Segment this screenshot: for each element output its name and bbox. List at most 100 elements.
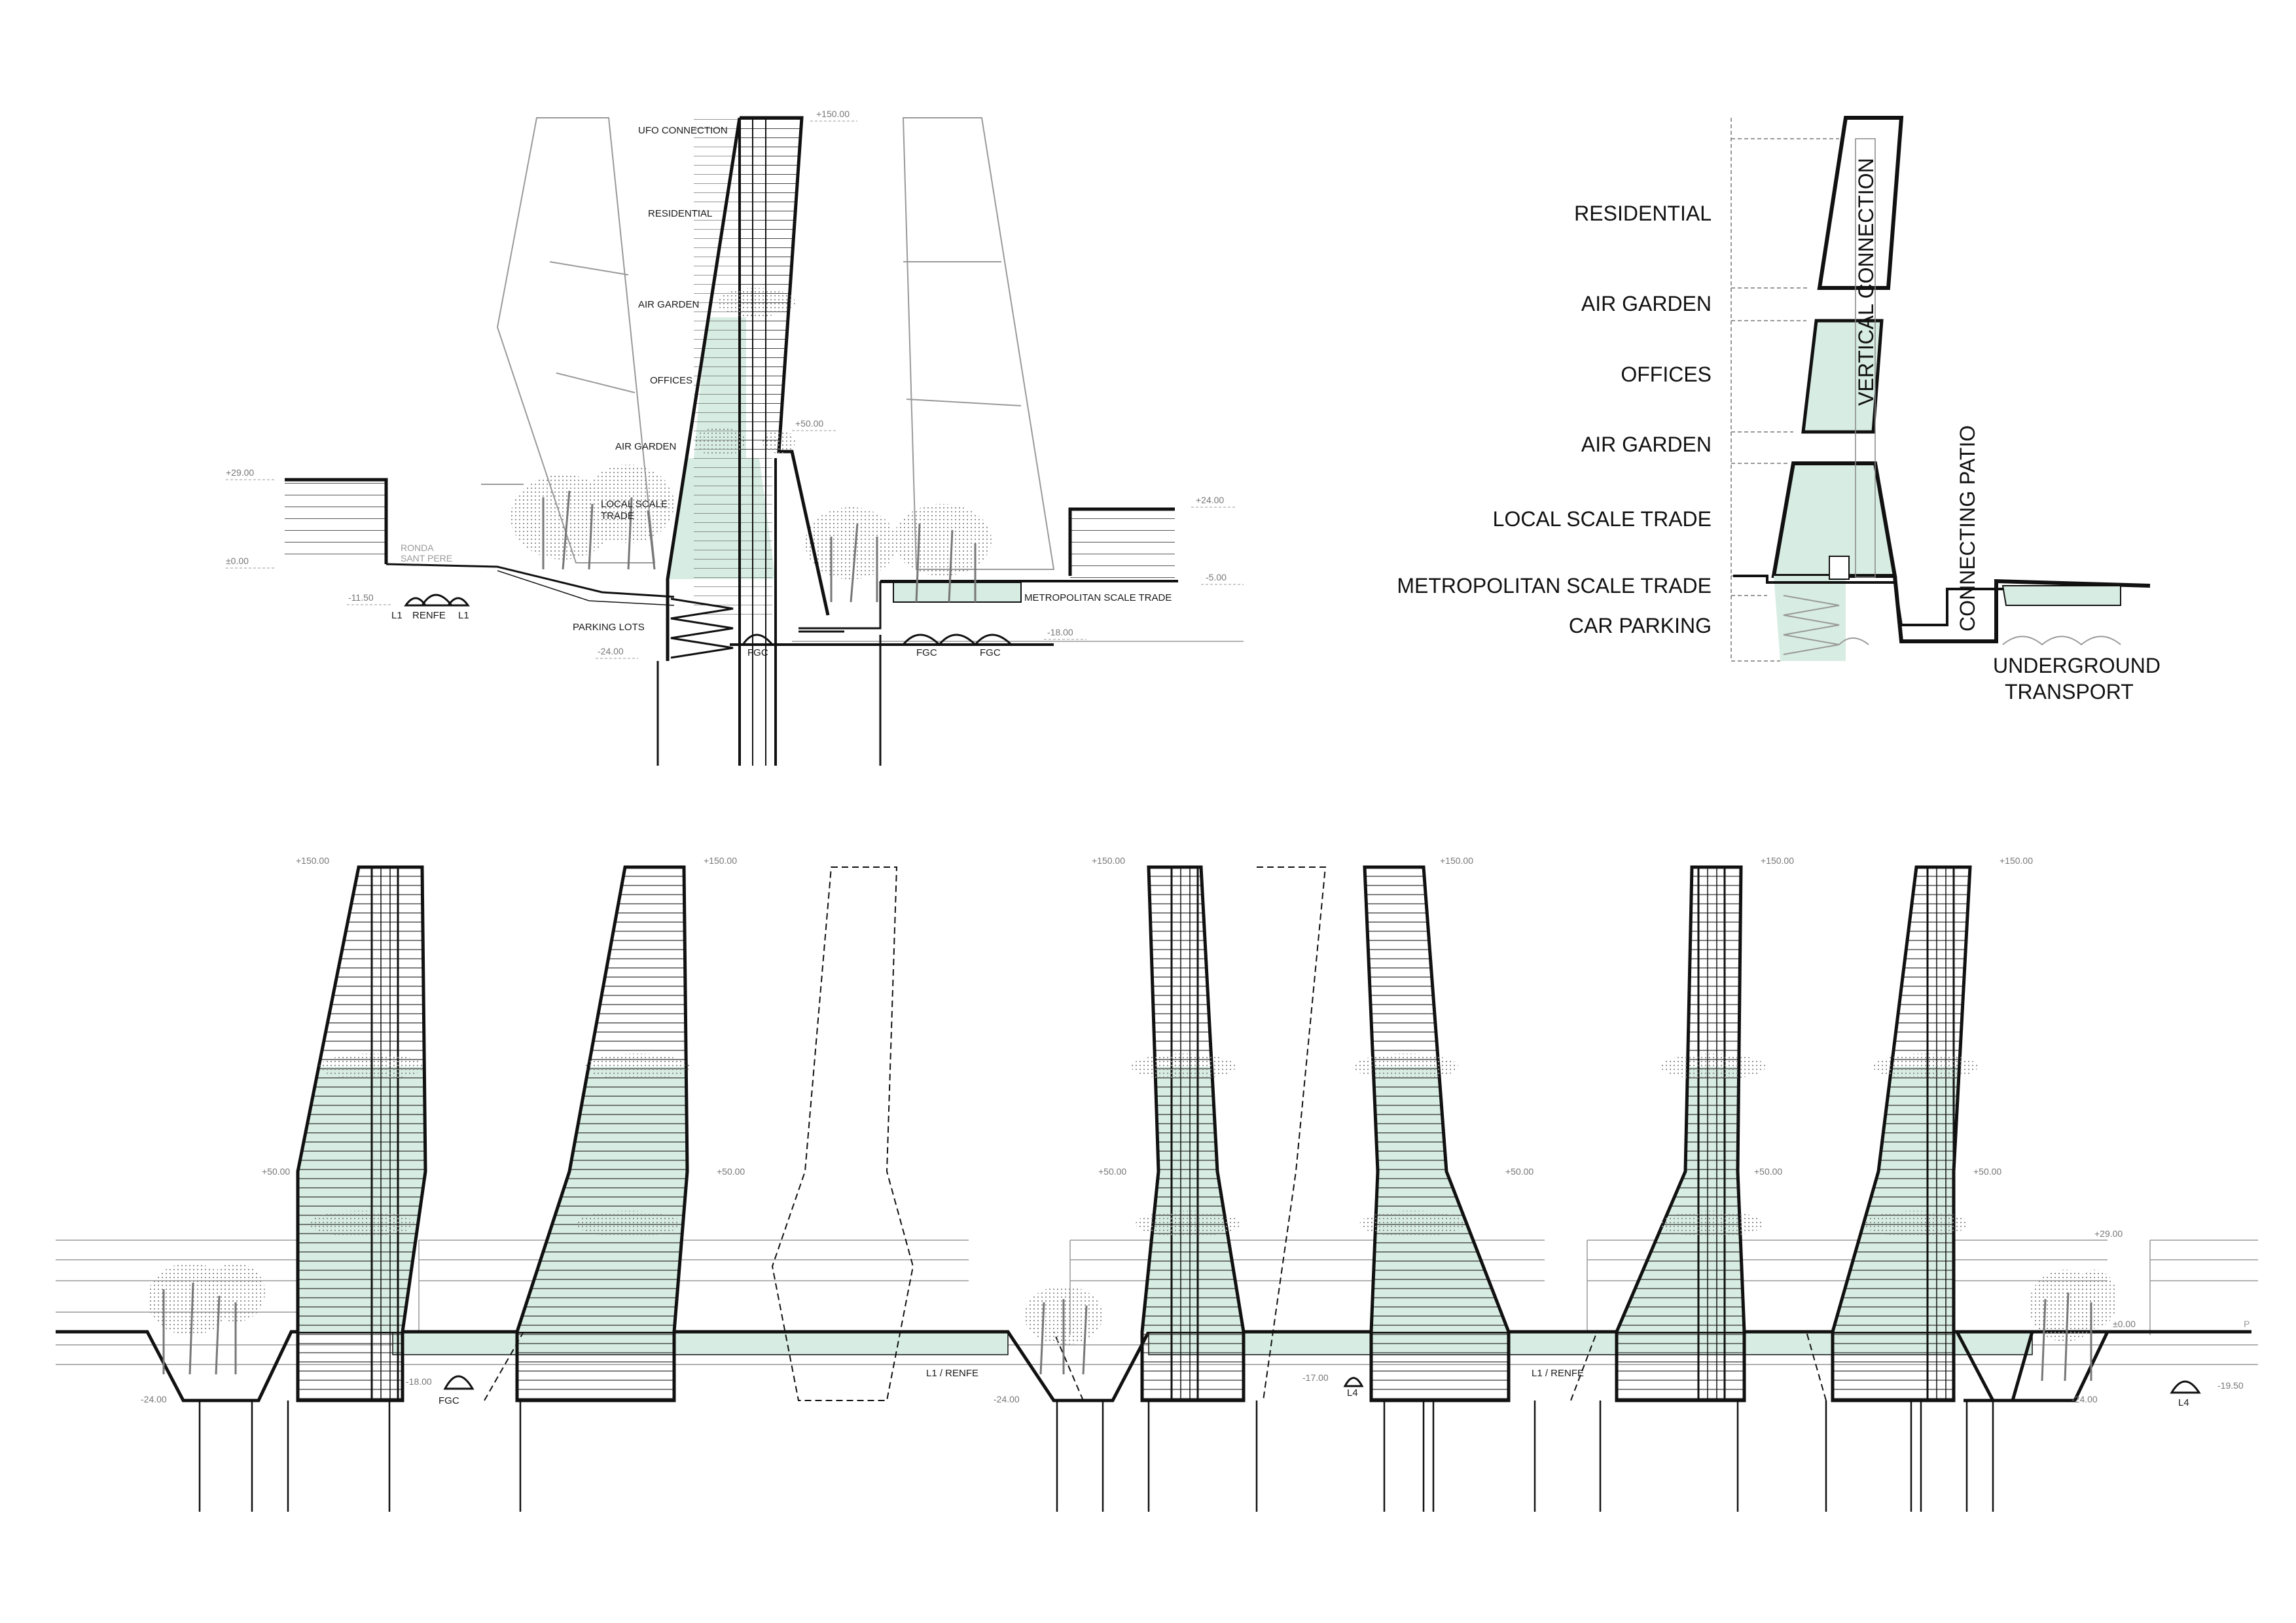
background-towers: [481, 117, 1055, 570]
long-label-fgc: FGC: [439, 1395, 459, 1406]
long-label-l4-a: L4: [1347, 1387, 1358, 1399]
right-building: [1068, 507, 1175, 578]
label-ufo-connection: UFO CONNECTION: [638, 125, 728, 136]
label-l1-left: L1: [391, 610, 403, 621]
diagram-label-transport: TRANSPORT: [2005, 680, 2134, 704]
diagram-label-vertical-connection: VERTICAL CONNECTION: [1854, 158, 1878, 406]
trees-left: [511, 465, 674, 570]
program-diagram: RESIDENTIAL AIR GARDEN OFFICES AIR GARDE…: [1397, 116, 2161, 704]
tower-outline: [296, 865, 427, 1402]
label-fgc-3: FGC: [980, 647, 1001, 658]
diagram-label-air-garden-2: AIR GARDEN: [1581, 433, 1712, 456]
towers: [296, 865, 1978, 1402]
label-trade: TRADE: [601, 510, 634, 522]
air-garden-trees: [1359, 1211, 1465, 1237]
air-garden-trees: [1659, 1211, 1764, 1237]
label-metropolitan-scale-trade: METROPOLITAN SCALE TRADE: [1024, 592, 1172, 603]
long-level-t3-top: +150.00: [1092, 855, 1125, 866]
label-residential: RESIDENTIAL: [648, 208, 712, 219]
long-section-labels: +150.00 +150.00 +150.00 +150.00 +150.00 …: [141, 855, 2250, 1408]
projected-tower-1: [771, 866, 914, 1401]
long-level-ground: ±0.00: [2113, 1319, 2136, 1329]
left-building: [285, 478, 388, 565]
long-label-l1-renfe-b: L1 / RENFE: [1532, 1368, 1584, 1379]
level-metro-trade: -5.00: [1206, 572, 1227, 582]
air-garden-trees: [576, 1211, 681, 1237]
long-level-t2-top: +150.00: [704, 855, 737, 866]
label-ronda: RONDA: [401, 543, 434, 553]
level-ground: ±0.00: [226, 556, 249, 566]
level-fgc: -18.00: [1047, 627, 1073, 637]
diagram-label-residential: RESIDENTIAL: [1574, 202, 1712, 225]
long-label-l4-b: L4: [2178, 1397, 2189, 1408]
tower-outline: [515, 865, 689, 1402]
label-offices: OFFICES: [650, 375, 692, 386]
long-level-t1-mid: +50.00: [262, 1166, 290, 1177]
long-edge-letter: P: [2244, 1319, 2250, 1329]
long-trees: [147, 1263, 2117, 1382]
label-local-scale: LOCAL SCALE: [601, 499, 668, 510]
label-fgc-2: FGC: [916, 647, 937, 658]
long-level-t3-mid: +50.00: [1098, 1166, 1126, 1177]
diagram-label-metropolitan-scale-trade: METROPOLITAN SCALE TRADE: [1397, 574, 1712, 597]
air-garden-trees: [1660, 1054, 1766, 1080]
ground-lines: [386, 563, 1244, 642]
long-level-right-building: +29.00: [2094, 1228, 2123, 1239]
trees-right: [805, 504, 992, 603]
long-level-t4-top: +150.00: [1440, 855, 1473, 866]
diagram-labels: RESIDENTIAL AIR GARDEN OFFICES AIR GARDE…: [1397, 158, 2161, 704]
label-air-garden-upper: AIR GARDEN: [638, 299, 699, 310]
diagram-guides: [1731, 118, 1839, 662]
diagram-label-air-garden-1: AIR GARDEN: [1581, 292, 1712, 315]
label-fgc-1: FGC: [747, 647, 768, 658]
diagram-vertical-core: [1855, 138, 1876, 578]
diagram-label-car-parking: CAR PARKING: [1569, 614, 1712, 637]
diagram-parking: [1774, 576, 1846, 661]
long-level-left-bottom: -24.00: [141, 1394, 167, 1404]
air-garden-trees: [1354, 1054, 1459, 1080]
long-label-l1-renfe-a: L1 / RENFE: [926, 1368, 978, 1379]
long-level-t6-top: +150.00: [2000, 855, 2033, 866]
tower-4: [1354, 865, 1511, 1402]
main-section: UFO CONNECTION RESIDENTIAL AIR GARDEN OF…: [226, 109, 1244, 766]
level-top: +150.00: [816, 109, 850, 119]
long-level-t5-top: +150.00: [1761, 855, 1794, 866]
long-level-t2-mid: +50.00: [717, 1166, 745, 1177]
tower-1: [296, 865, 427, 1402]
long-level-l4-left: -17.00: [1302, 1372, 1329, 1383]
long-piles: [198, 1400, 1994, 1512]
air-garden-trees: [1131, 1054, 1236, 1080]
long-section: +150.00 +150.00 +150.00 +150.00 +150.00 …: [56, 855, 2258, 1512]
long-level-t1-top: +150.00: [296, 855, 329, 866]
tower-2: [515, 865, 690, 1402]
label-parking-lots: PARKING LOTS: [573, 622, 645, 633]
diagram-residential: [1817, 116, 1904, 290]
long-level-l4-right: -19.50: [2217, 1380, 2244, 1391]
long-level-t5-mid: +50.00: [1754, 1166, 1782, 1177]
tower-5: [1615, 865, 1766, 1402]
level-tunnel-left: -11.50: [348, 592, 374, 603]
long-tunnels: [443, 1375, 2201, 1394]
long-level-t4-mid: +50.00: [1505, 1166, 1534, 1177]
air-garden-trees: [1136, 1211, 1240, 1237]
diagram-label-connecting-patio: CONNECTING PATIO: [1956, 425, 1979, 632]
label-air-garden-lower: AIR GARDEN: [615, 441, 676, 452]
long-level-mid-bottom: -24.00: [994, 1394, 1020, 1404]
label-sant-pere: SANT PERE: [401, 553, 452, 563]
air-garden-trees: [584, 1054, 690, 1080]
main-section-levels: +150.00 +50.00 +29.00 +24.00 ±0.00 -5.00…: [226, 109, 1244, 659]
level-right-building: +24.00: [1196, 495, 1224, 505]
long-level-fgc: -18.00: [406, 1376, 432, 1387]
level-parking: -24.00: [598, 646, 624, 656]
level-mid: +50.00: [795, 418, 823, 429]
air-garden-trees: [319, 1054, 424, 1080]
diagram-label-offices: OFFICES: [1621, 363, 1712, 386]
label-renfe: RENFE: [412, 610, 446, 621]
main-tower: [404, 116, 1054, 766]
level-left-building: +29.00: [226, 467, 254, 478]
air-garden-trees: [309, 1211, 414, 1237]
diagram-offices: [1801, 319, 1884, 434]
long-level-t6-mid: +50.00: [1973, 1166, 2001, 1177]
main-section-labels: UFO CONNECTION RESIDENTIAL AIR GARDEN OF…: [391, 125, 1172, 658]
